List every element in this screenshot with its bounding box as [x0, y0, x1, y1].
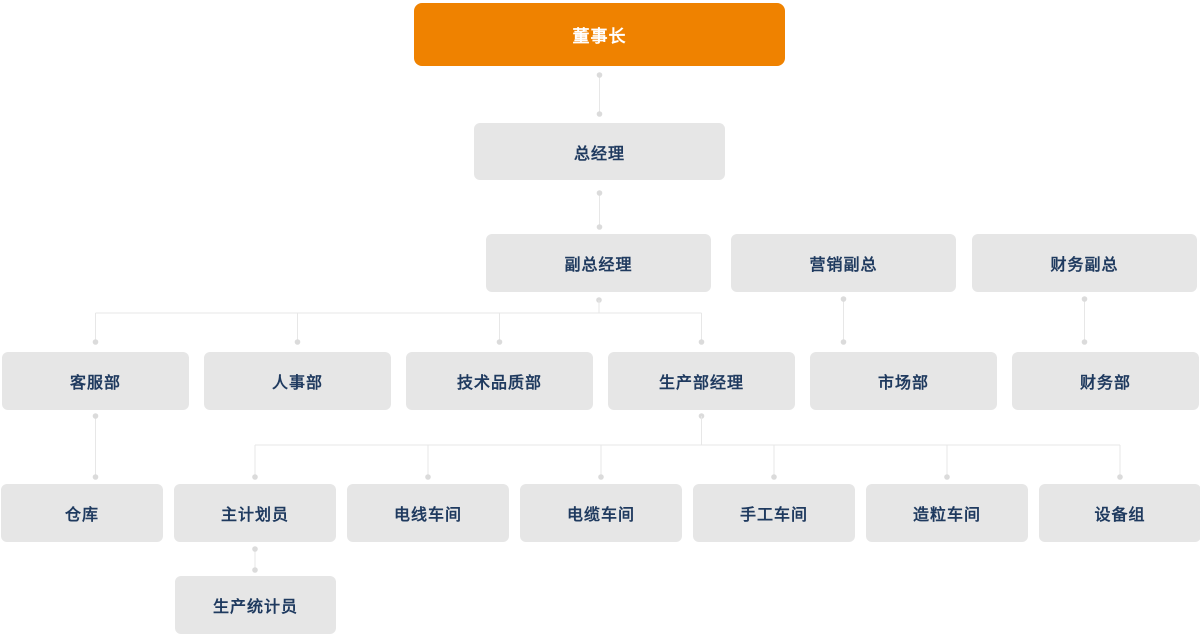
- node-general-manager: 总经理: [474, 123, 725, 180]
- connector-deputy-to-children: [92, 297, 705, 345]
- node-production-statistician: 生产统计员: [175, 576, 336, 634]
- connector-productionmgr-to-children: [252, 413, 1123, 480]
- connector-planner-to-statistician: [252, 546, 258, 573]
- node-chairman: 董事长: [414, 3, 785, 66]
- connector-customerservice-to-warehouse: [92, 413, 99, 480]
- node-customer-service-dept: 客服部: [2, 352, 189, 410]
- node-equipment-group: 设备组: [1039, 484, 1200, 542]
- node-tech-quality-dept: 技术品质部: [406, 352, 593, 410]
- node-wire-workshop: 电线车间: [347, 484, 509, 542]
- node-finance-vp: 财务副总: [972, 234, 1197, 292]
- connector-marketingvp-to-marketing: [840, 296, 847, 345]
- connector-financevp-to-finance: [1081, 296, 1088, 345]
- node-granulation-workshop: 造粒车间: [866, 484, 1028, 542]
- connector-gm-to-deputy: [596, 190, 603, 230]
- node-manual-workshop: 手工车间: [693, 484, 855, 542]
- connector-chairman-to-gm: [596, 72, 603, 117]
- node-cable-workshop: 电缆车间: [520, 484, 682, 542]
- node-finance-dept: 财务部: [1012, 352, 1199, 410]
- node-chief-planner: 主计划员: [174, 484, 336, 542]
- node-warehouse: 仓库: [1, 484, 163, 542]
- node-marketing-vp: 营销副总: [731, 234, 956, 292]
- node-deputy-gm: 副总经理: [486, 234, 711, 292]
- node-production-manager: 生产部经理: [608, 352, 795, 410]
- node-hr-dept: 人事部: [204, 352, 391, 410]
- node-marketing-dept: 市场部: [810, 352, 997, 410]
